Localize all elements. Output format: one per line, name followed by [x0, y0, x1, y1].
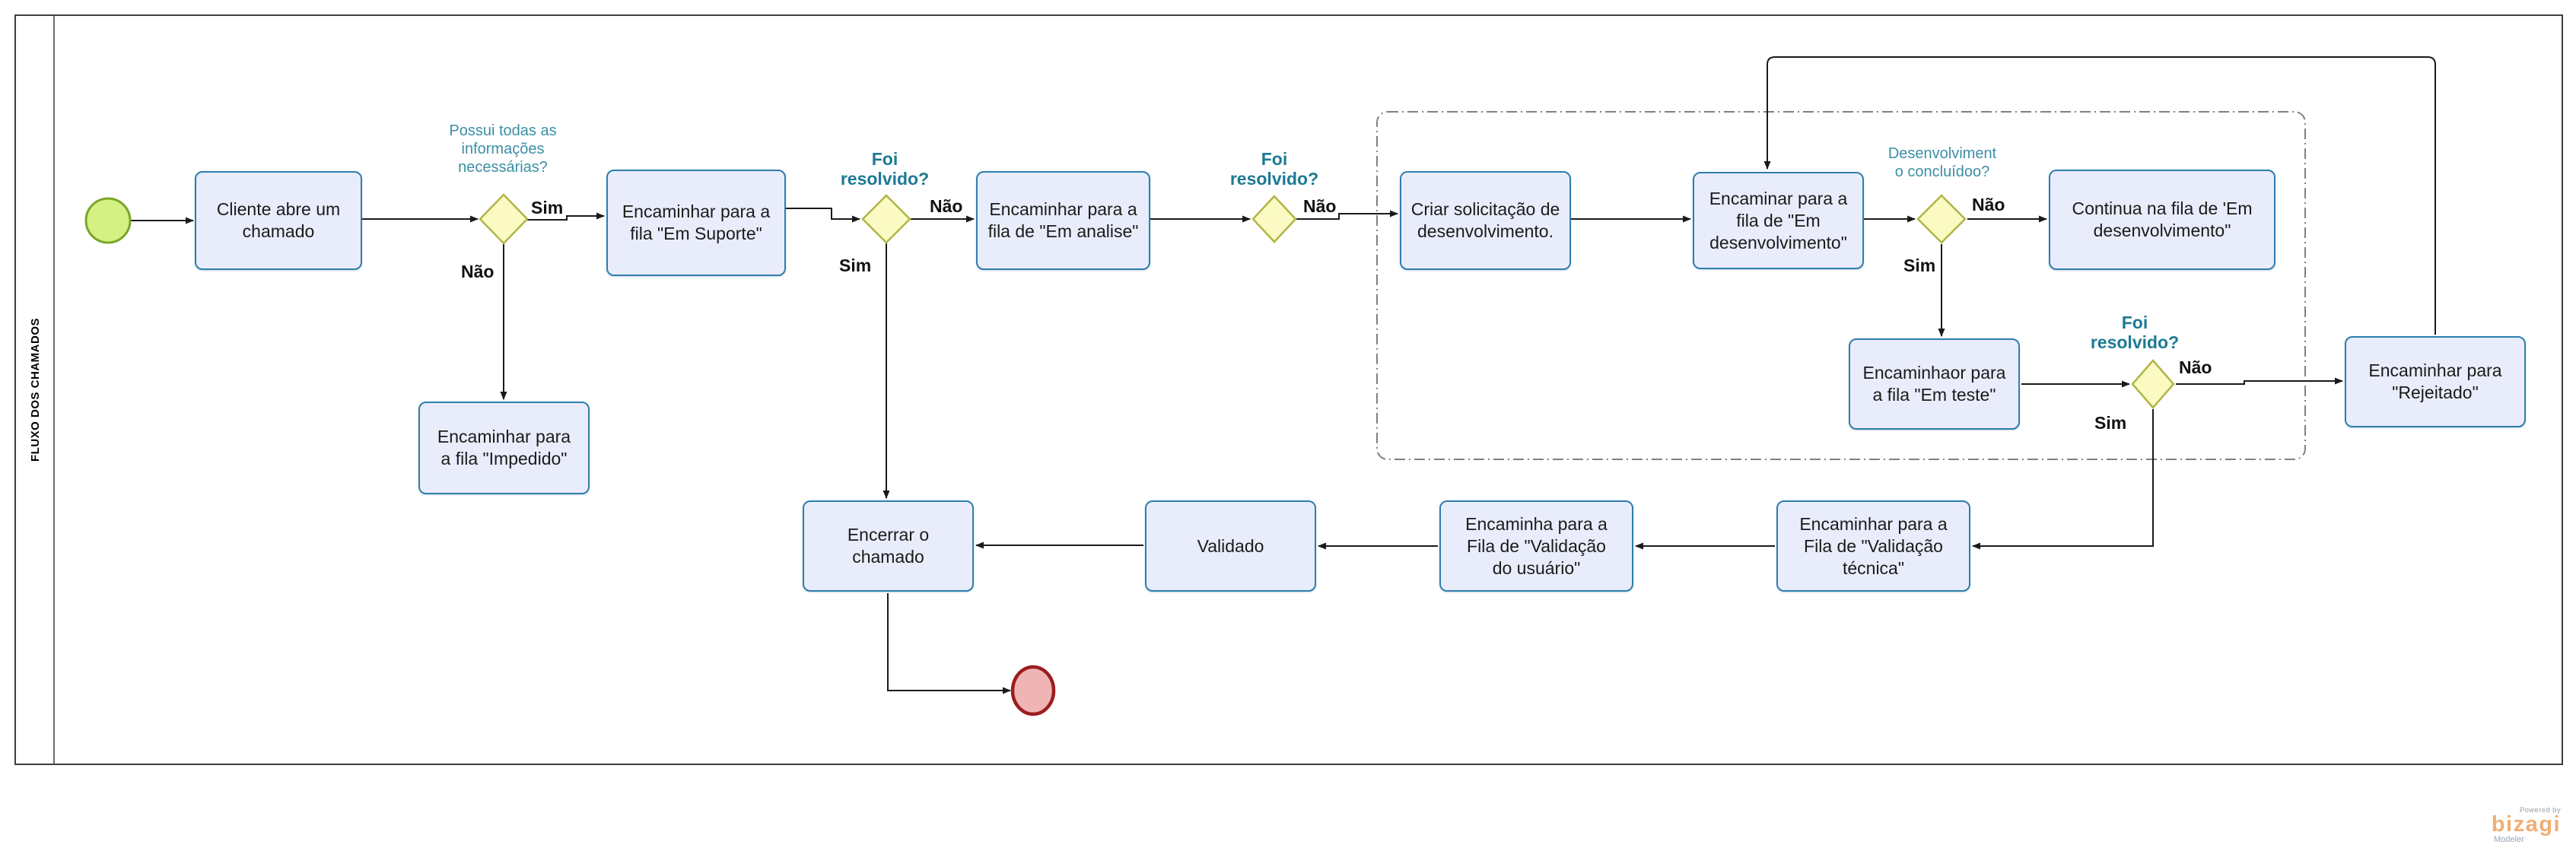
task-label: Continua na fila de 'Em desenvolvimento" [2072, 198, 2253, 240]
task-label: Encaminhaor para a fila "Em teste" [1862, 363, 2006, 405]
bizagi-product-text: Modeler [2494, 835, 2524, 844]
gateway-info-diamond[interactable] [479, 193, 529, 245]
task-label: Encaminhar para a Fila de "Validação téc… [1799, 513, 1948, 578]
connector-gw3-nao [2176, 377, 2343, 385]
gateway-resolvido2-diamond[interactable] [1251, 195, 1297, 243]
connector-rejeitado-feedback [1763, 56, 2436, 335]
bizagi-brand-text: bizagi [2491, 812, 2561, 837]
task-fila-impedido[interactable]: Encaminhar para a fila "Impedido" [418, 402, 590, 494]
gateway-info-question: Possui todas as informações necessárias? [449, 122, 557, 176]
development-group-border[interactable] [1376, 111, 2306, 460]
gateway-resolvido1-diamond[interactable] [861, 194, 911, 244]
branch-resolvido1-nao: Não [930, 196, 963, 216]
task-label: Encaminhar para "Rejeitado" [2368, 360, 2502, 402]
task-validacao-tecnica[interactable]: Encaminhar para a Fila de "Validação téc… [1776, 500, 1970, 592]
gateway-resolvido2-question: Foi resolvido? [1229, 149, 1319, 189]
branch-concluido-nao: Não [1972, 195, 2005, 214]
branch-resolvido3-sim: Sim [2094, 413, 2127, 433]
connector-encerrar-to-end [887, 593, 1011, 694]
powered-by-text: Powered by [2519, 806, 2561, 814]
task-fila-em-desenvolvimento[interactable]: Encaminar para a fila de "Em desenvolvim… [1693, 172, 1864, 269]
task-encerrar-chamado[interactable]: Encerrar o chamado [803, 500, 974, 592]
gateway-concluido-diamond[interactable] [1916, 194, 1967, 244]
task-validacao-usuario[interactable]: Encaminha para a Fila de "Validação do u… [1439, 500, 1633, 592]
branch-info-nao: Não [461, 262, 495, 281]
task-label: Encaminhar para a fila "Em Suporte" [622, 202, 771, 243]
branch-resolvido1-sim: Sim [839, 256, 872, 275]
task-label: Encaminha para a Fila de "Validação do u… [1465, 513, 1608, 578]
task-fila-em-suporte[interactable]: Encaminhar para a fila "Em Suporte" [606, 170, 786, 276]
pool-border [14, 14, 2563, 765]
task-label: Encaminhar para a fila de "Em analise" [987, 199, 1139, 241]
connector-gw3-sim [1972, 409, 2154, 550]
gateway-resolvido3-diamond[interactable] [2131, 359, 2175, 409]
connector-suporte-to-gw1 [786, 208, 860, 223]
task-continua-fila-desenvolvimento[interactable]: Continua na fila de 'Em desenvolvimento" [2049, 170, 2275, 270]
task-label: Criar solicitação de desenvolvimento. [1410, 199, 1560, 241]
task-label: Encaminar para a fila de "Em desenvolvim… [1709, 188, 1848, 252]
task-cliente-abre-chamado[interactable]: Cliente abre um chamado [195, 171, 362, 270]
branch-resolvido3-nao: Não [2179, 357, 2212, 377]
connector-gw-info-sim [527, 212, 605, 221]
connector-gw2-nao [1296, 210, 1398, 220]
lane-title: FLUXO DOS CHAMADOS [28, 318, 42, 462]
task-fila-em-analise[interactable]: Encaminhar para a fila de "Em analise" [976, 171, 1150, 270]
branch-concluido-sim: Sim [1903, 256, 1936, 275]
gateway-concluido-question: Desenvolviment o concluídoo? [1887, 145, 1997, 180]
gateway-resolvido3-question: Foi resolvido? [2090, 313, 2180, 352]
end-event[interactable] [1010, 665, 1056, 716]
gateway-resolvido1-question: Foi resolvido? [840, 149, 930, 189]
task-validado[interactable]: Validado [1145, 500, 1316, 592]
bizagi-logo: Powered by bizagi Modeler [2474, 806, 2561, 844]
task-label: Validado [1197, 535, 1264, 556]
branch-resolvido2-nao: Não [1303, 196, 1337, 216]
task-fila-em-teste[interactable]: Encaminhaor para a fila "Em teste" [1849, 338, 2020, 430]
lane-title-strip: FLUXO DOS CHAMADOS [16, 15, 54, 764]
task-criar-solicitacao[interactable]: Criar solicitação de desenvolvimento. [1400, 171, 1571, 270]
branch-info-sim: Sim [531, 198, 564, 218]
task-label: Encerrar o chamado [847, 525, 930, 567]
task-label: Encaminhar para a fila "Impedido" [437, 427, 571, 468]
start-event[interactable] [84, 197, 132, 244]
task-rejeitado[interactable]: Encaminhar para "Rejeitado" [2345, 336, 2526, 427]
task-label: Cliente abre um chamado [216, 199, 341, 241]
